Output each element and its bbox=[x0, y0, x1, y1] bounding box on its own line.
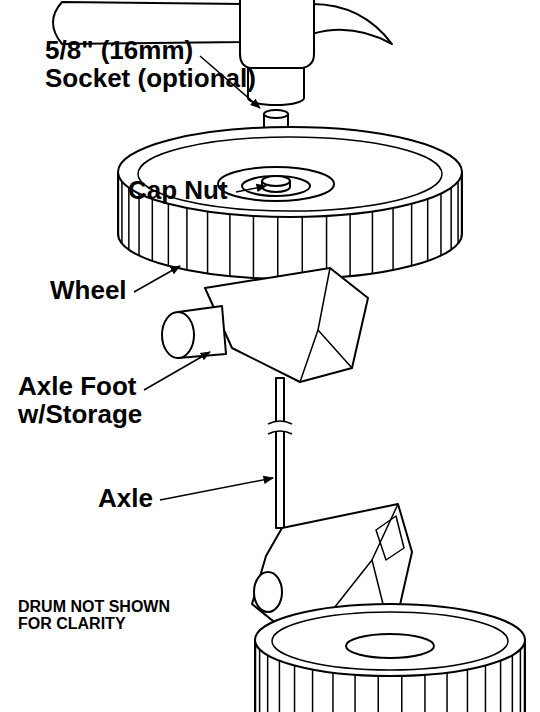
tread-rib bbox=[524, 643, 526, 712]
tread-rib bbox=[411, 204, 413, 266]
tread-rib bbox=[255, 643, 257, 712]
axle-foot bbox=[205, 268, 368, 382]
tread-rib bbox=[424, 675, 426, 712]
axle-foot-boss-end bbox=[162, 312, 194, 358]
tread-rib bbox=[512, 655, 514, 712]
tread-rib bbox=[332, 673, 334, 712]
wheel-face bbox=[118, 127, 462, 217]
tread-rib bbox=[520, 649, 522, 712]
tread-rib bbox=[279, 661, 281, 712]
tread-rib bbox=[450, 188, 452, 250]
wheel-lower-tread bbox=[256, 643, 525, 712]
wheel-lower-face bbox=[255, 604, 525, 676]
leader-line bbox=[144, 352, 210, 390]
part-label: Wheel bbox=[50, 276, 150, 304]
tread-rib bbox=[372, 211, 374, 273]
tread-rib bbox=[392, 208, 394, 270]
tread-rib bbox=[401, 676, 403, 712]
tread-rib bbox=[302, 217, 304, 279]
part-label: Axle bbox=[98, 484, 178, 512]
tread-rib bbox=[467, 669, 469, 712]
tread-rib bbox=[485, 665, 487, 712]
tread-rib bbox=[168, 204, 170, 266]
tread-rib bbox=[207, 211, 209, 273]
tread-rib bbox=[186, 208, 188, 270]
tread-rib bbox=[259, 649, 261, 712]
tread-rib bbox=[354, 675, 356, 712]
tread-rib bbox=[121, 182, 123, 244]
wheel-hub bbox=[218, 167, 334, 201]
tread-rib bbox=[229, 214, 231, 276]
cap-nut-top bbox=[262, 176, 290, 186]
tread-rib bbox=[377, 676, 379, 712]
part-label: Cap Nut bbox=[128, 176, 248, 204]
hammer-claw bbox=[312, 4, 392, 44]
axle-break-lines bbox=[268, 421, 292, 434]
part-label: Axle Foot w/Storage bbox=[18, 372, 168, 428]
tread-rib bbox=[253, 216, 255, 278]
tread-rib bbox=[118, 175, 120, 237]
tread-rib bbox=[312, 669, 314, 712]
axle-foot-fold bbox=[300, 268, 352, 382]
hammer-head bbox=[240, 0, 314, 68]
wheel-hub-inner bbox=[242, 176, 310, 196]
tread-rib bbox=[427, 199, 429, 261]
axle-foot-lower-detail bbox=[376, 516, 404, 560]
hammer-face bbox=[248, 68, 304, 105]
tread-rib bbox=[267, 655, 269, 712]
tread-rib bbox=[446, 673, 448, 712]
part-label: DRUM NOT SHOWN FOR CLARITY bbox=[18, 598, 183, 633]
axle-break bbox=[268, 421, 292, 434]
leader-line bbox=[236, 186, 266, 192]
socket-top bbox=[264, 110, 288, 118]
part-label: 5/8" (16mm) Socket (optional) bbox=[45, 36, 270, 92]
tread-rib bbox=[500, 661, 502, 712]
wheel-lower-rim bbox=[272, 612, 508, 670]
wheel-tread bbox=[118, 175, 461, 279]
tread-rib bbox=[440, 194, 442, 256]
tread-rib bbox=[461, 175, 463, 237]
axle-foot-lower-boss bbox=[254, 572, 282, 612]
tread-rib bbox=[349, 214, 351, 276]
tread-rib bbox=[277, 217, 279, 279]
tread-rib bbox=[152, 199, 154, 261]
axle bbox=[276, 378, 284, 528]
tread-rib bbox=[294, 665, 296, 712]
leader-line bbox=[134, 266, 180, 292]
tread-rib bbox=[457, 182, 459, 244]
wheel-lower-hub bbox=[346, 634, 434, 658]
leader-line bbox=[160, 478, 273, 500]
